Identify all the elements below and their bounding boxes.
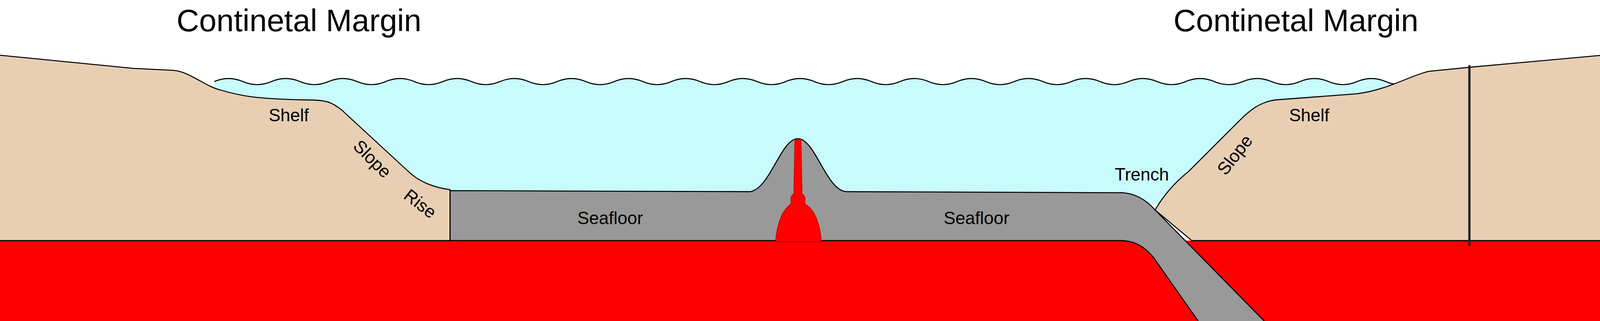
sea-surface	[214, 78, 1415, 85]
feature-label: Slope	[350, 137, 395, 182]
magma-chamber	[775, 139, 822, 242]
feature-label: Seafloor	[943, 209, 1010, 228]
feature-label: Rise	[401, 186, 440, 222]
feature-label: Slope	[1213, 131, 1256, 179]
feature-label: Seafloor	[577, 209, 643, 228]
feature-label: Shelf	[268, 106, 309, 125]
continent-left	[0, 55, 450, 242]
oceanic-crust	[449, 138, 1266, 321]
fault-line	[1468, 65, 1471, 246]
feature-label: Trench	[1114, 165, 1169, 184]
mantle	[0, 240, 1600, 321]
continent-right	[1154, 55, 1600, 242]
region-title: Continetal Margin	[1173, 4, 1419, 37]
feature-label: Shelf	[1289, 106, 1330, 125]
region-title: Continetal Margin	[176, 4, 422, 37]
